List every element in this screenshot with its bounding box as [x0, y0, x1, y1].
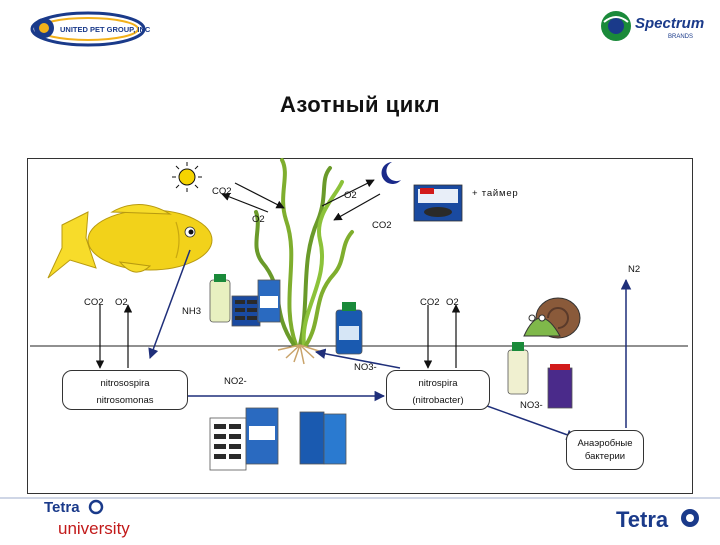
- label-top-co2-right: CO2: [372, 220, 392, 231]
- page-title: Азотный цикл: [280, 92, 440, 117]
- tetra-university-top: Tetra: [44, 499, 80, 516]
- label-top-co2-left: CO2: [212, 186, 232, 197]
- label-right-co2: CO2: [420, 297, 440, 308]
- label-n2: N2: [628, 264, 641, 275]
- footer-divider: [0, 497, 720, 499]
- arrow-no3-to-plant: [314, 348, 401, 369]
- spectrum-brand-text: Spectrum: [635, 15, 704, 32]
- footer-bar: [0, 497, 720, 540]
- tetra-university-logo: Tetra university: [40, 496, 160, 540]
- label-no3-center: NO3-: [354, 362, 377, 373]
- tetra-logo: Tetra: [612, 502, 702, 534]
- label-right-o2: O2: [446, 297, 459, 308]
- label-no2: NO2-: [224, 376, 247, 387]
- snail-icon: [523, 297, 581, 339]
- box-anaerobic-bacteria: Анаэробные бактерии: [566, 430, 644, 470]
- box-nitrosospira-nitrosomonas: nitrosospira nitrosomonas: [62, 370, 188, 410]
- box-left-line2: nitrosomonas: [96, 395, 154, 406]
- tetra-university-bottom: university: [58, 519, 130, 538]
- label-no3-right: NO3-: [520, 400, 543, 411]
- arrow-co2-to-plant: [234, 182, 285, 209]
- fish-icon: [47, 203, 213, 279]
- label-nh3: NH3: [182, 306, 202, 317]
- test-kit-products-bottom-icon: [209, 407, 347, 471]
- label-top-o2-right: O2: [344, 190, 357, 201]
- spectrum-brands-logo: Spectrum BRANDS: [598, 8, 710, 44]
- plant-roots-icon: [277, 344, 323, 365]
- spectrum-brands-sub: BRANDS: [668, 34, 693, 40]
- box-nitrospira-nitrobacter: nitrospira (nitrobacter): [386, 370, 490, 410]
- tetra-logo-text: Tetra: [616, 507, 669, 532]
- arrow-o2-night: [321, 179, 375, 207]
- united-pet-group-logo: UNITED PET GROUP, INC: [24, 8, 174, 50]
- bottle-product-center-icon: [335, 302, 363, 355]
- box-left-line1: nitrosospira: [100, 378, 150, 389]
- moon-icon: [381, 162, 401, 184]
- bottle-products-right-icon: [507, 342, 573, 409]
- arrow-no3-to-anaerobic: [475, 401, 577, 440]
- aquatic-plant-icon: [254, 158, 354, 347]
- box-right-line2: бактерии: [584, 451, 626, 462]
- united-pet-group-text: UNITED PET GROUP, INC: [60, 25, 151, 34]
- arrow-nh3: [148, 249, 191, 359]
- arrow-o2-to-fish: [221, 192, 269, 213]
- label-fish-co2: CO2: [84, 297, 104, 308]
- label-top-o2-left: O2: [252, 214, 265, 225]
- label-fish-o2: O2: [115, 297, 128, 308]
- timer-product-icon: [413, 184, 463, 222]
- bottle-products-left-icon: [209, 274, 281, 327]
- arrow-co2-night: [333, 193, 381, 221]
- box-right-line1: Анаэробные: [577, 438, 633, 449]
- label-timer: + таймер: [472, 188, 519, 199]
- sun-icon: [172, 162, 202, 192]
- box-mid-line1: nitrospira: [418, 378, 458, 389]
- diagram-frame: [27, 158, 693, 494]
- box-mid-line2: (nitrobacter): [412, 395, 464, 406]
